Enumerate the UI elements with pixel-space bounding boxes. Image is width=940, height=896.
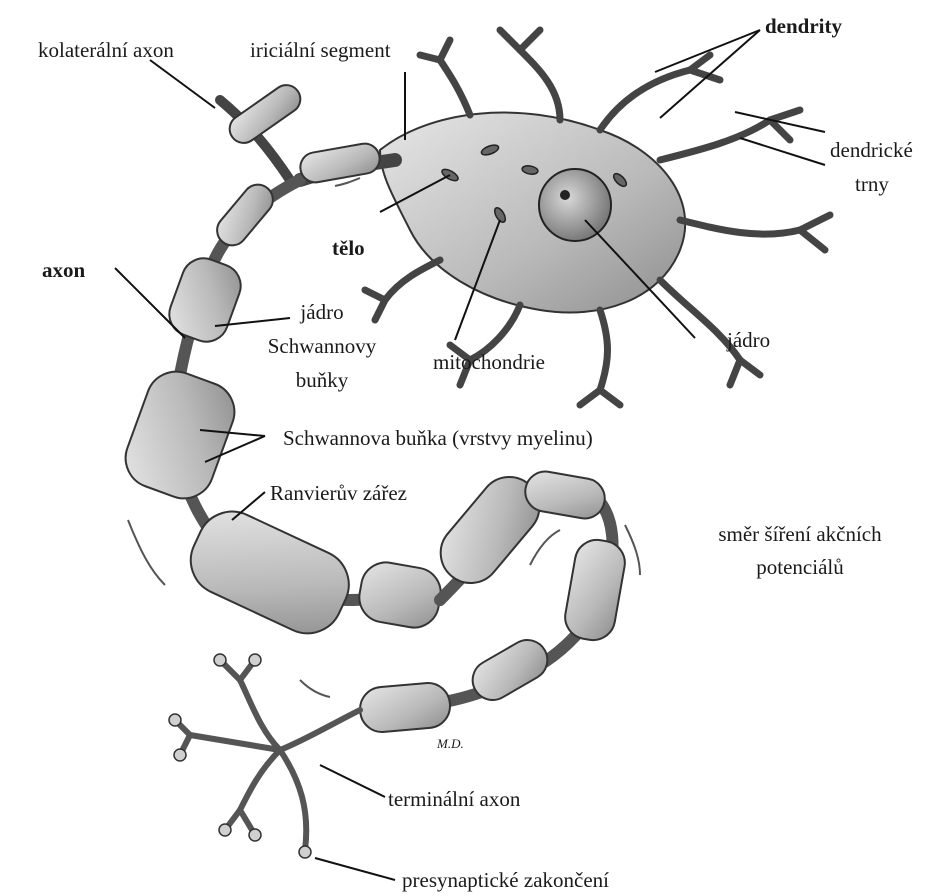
- label-propagation-1: směr šíření akčních: [690, 522, 910, 546]
- label-collateral-axon: kolaterální axon: [38, 38, 174, 62]
- label-schwann-nucleus-1: jádro: [252, 300, 392, 324]
- label-dendritic-spines-1: dendrické: [830, 138, 913, 162]
- label-nucleus: jádro: [727, 328, 770, 352]
- label-schwann-nucleus-2: Schwannovy: [252, 334, 392, 358]
- label-schwann-cell: Schwannova buňka (vrstvy myelinu): [283, 426, 593, 450]
- label-schwann-nucleus-3: buňky: [252, 368, 392, 392]
- axon-terminal: [175, 660, 360, 850]
- label-mitochondria: mitochondrie: [433, 350, 545, 374]
- nucleus: [539, 169, 611, 241]
- cell-body: [380, 113, 685, 313]
- label-dendritic-spines-2: trny: [855, 172, 889, 196]
- label-propagation-2: potenciálů: [690, 555, 910, 579]
- label-node-of-ranvier: Ranvierův zářez: [270, 481, 407, 505]
- artist-signature: M.D.: [437, 732, 464, 756]
- label-axon: axon: [42, 258, 85, 282]
- label-terminal-axon: terminální axon: [388, 787, 520, 811]
- label-dendrites: dendrity: [765, 14, 842, 38]
- label-initial-segment: iriciální segment: [250, 38, 391, 62]
- label-soma: tělo: [332, 236, 365, 260]
- label-presynaptic-terminal: presynaptické zakončení: [402, 868, 609, 892]
